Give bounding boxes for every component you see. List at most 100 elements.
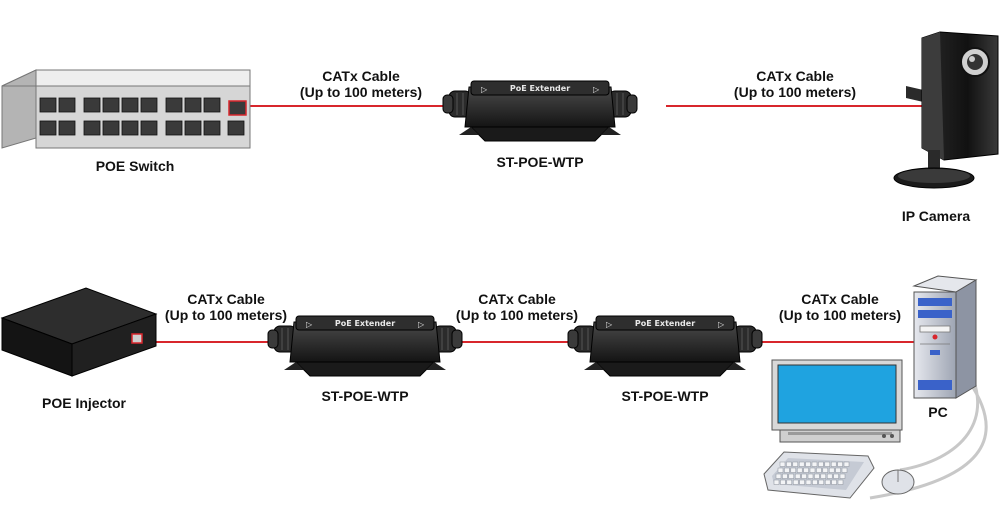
keyboard-key — [811, 461, 818, 467]
keyboard-key — [782, 473, 788, 479]
extender-label-row1: ST-POE-WTP — [496, 154, 584, 170]
poe-switch-label: POE Switch — [95, 158, 175, 174]
poe-extender-icon-1: PoE Extender ▷ ▷ — [267, 315, 463, 377]
extender-brand-text: PoE Extender — [510, 84, 570, 93]
switch-port — [121, 97, 139, 113]
cable-label-line2: (Up to 100 meters) — [778, 307, 902, 323]
keyboard-key — [784, 467, 790, 473]
switch-port — [83, 120, 101, 136]
keyboard-key — [805, 461, 811, 467]
svg-text:▷: ▷ — [606, 320, 613, 329]
extender-label-row2-1: ST-POE-WTP — [321, 388, 409, 404]
keyboard-key — [809, 467, 816, 473]
switch-port — [102, 120, 120, 136]
svg-text:▷: ▷ — [306, 320, 313, 329]
cable-label-line1: CATx Cable — [801, 291, 879, 307]
cable-label-line2: (Up to 100 meters) — [164, 307, 288, 323]
keyboard-key — [790, 467, 797, 473]
keyboard-key — [796, 467, 803, 473]
poe-injector-icon — [0, 287, 158, 377]
cable-label-line1: CATx Cable — [756, 68, 834, 84]
keyboard-key — [792, 479, 799, 485]
cable-label-row2-1: CATx Cable (Up to 100 meters) — [126, 291, 326, 323]
keyboard-key — [777, 467, 784, 473]
keyboard-key — [788, 473, 795, 479]
cable-label-line1: CATx Cable — [187, 291, 265, 307]
keyboard-key — [814, 473, 820, 479]
keyboard-icon — [763, 451, 875, 499]
monitor-icon — [771, 359, 903, 443]
keyboard-key — [798, 461, 805, 467]
switch-port — [203, 120, 221, 136]
keyboard-key — [775, 473, 782, 479]
poe-extender-icon: PoE Extender ▷ ▷ — [442, 80, 638, 142]
keyboard-key — [818, 461, 824, 467]
svg-text:▷: ▷ — [593, 85, 600, 94]
pc-label: PC — [928, 404, 948, 420]
keyboard-key — [841, 467, 848, 473]
switch-port — [39, 97, 57, 113]
keyboard-key — [820, 473, 827, 479]
cable-label-row2-2: CATx Cable (Up to 100 meters) — [417, 291, 617, 323]
cable-label-row1-left: CATx Cable (Up to 100 meters) — [261, 68, 461, 100]
switch-port — [165, 120, 183, 136]
keyboard-key — [794, 473, 801, 479]
keyboard-key — [837, 479, 844, 485]
keyboard-key — [818, 479, 825, 485]
poe-switch-icon — [1, 69, 251, 149]
svg-text:▷: ▷ — [481, 85, 488, 94]
switch-port — [203, 97, 221, 113]
switch-port — [58, 97, 76, 113]
extender-brand-text: PoE Extender — [335, 319, 395, 328]
ip-camera-label: IP Camera — [901, 208, 971, 224]
keyboard-key — [779, 461, 786, 467]
mouse-icon — [881, 469, 915, 495]
keyboard-key — [824, 479, 831, 485]
switch-port — [140, 97, 158, 113]
keyboard-key — [835, 467, 841, 473]
svg-text:▷: ▷ — [718, 320, 725, 329]
keyboard-key — [780, 479, 786, 485]
keyboard-key — [773, 479, 780, 485]
keyboard-key — [805, 479, 812, 485]
keyboard-key — [839, 473, 846, 479]
switch-port — [121, 120, 139, 136]
cable-label-row2-3: CATx Cable (Up to 100 meters) — [740, 291, 940, 323]
poe-injector-label: POE Injector — [41, 395, 127, 411]
keyboard-key — [799, 479, 805, 485]
ip-camera-icon — [893, 31, 999, 189]
keyboard-key — [812, 479, 818, 485]
keyboard-key — [831, 479, 837, 485]
extender-label-row2-2: ST-POE-WTP — [621, 388, 709, 404]
cable-label-line1: CATx Cable — [478, 291, 556, 307]
keyboard-key — [792, 461, 799, 467]
keyboard-key — [816, 467, 822, 473]
keyboard-key — [826, 473, 833, 479]
switch-port — [227, 120, 245, 136]
keyboard-key — [843, 461, 850, 467]
keyboard-key — [824, 461, 831, 467]
cable-label-line2: (Up to 100 meters) — [733, 84, 857, 100]
switch-port — [39, 120, 57, 136]
switch-port — [140, 120, 158, 136]
cable-label-line2: (Up to 100 meters) — [455, 307, 579, 323]
keyboard-key — [837, 461, 843, 467]
keyboard-key — [822, 467, 829, 473]
poe-extender-icon-2: PoE Extender ▷ ▷ — [567, 315, 763, 377]
cable-label-line2: (Up to 100 meters) — [299, 84, 423, 100]
keyboard-key — [830, 461, 837, 467]
keyboard-key — [833, 473, 839, 479]
keyboard-key — [786, 479, 793, 485]
cable-label-row1-right: CATx Cable (Up to 100 meters) — [695, 68, 895, 100]
keyboard-key — [801, 473, 807, 479]
keyboard-key — [803, 467, 809, 473]
switch-port — [184, 120, 202, 136]
switch-port — [165, 97, 183, 113]
pc-tower-icon — [912, 275, 978, 399]
keyboard-key — [807, 473, 814, 479]
switch-port — [184, 97, 202, 113]
keyboard-key — [828, 467, 835, 473]
cable-label-line1: CATx Cable — [322, 68, 400, 84]
switch-port — [58, 120, 76, 136]
